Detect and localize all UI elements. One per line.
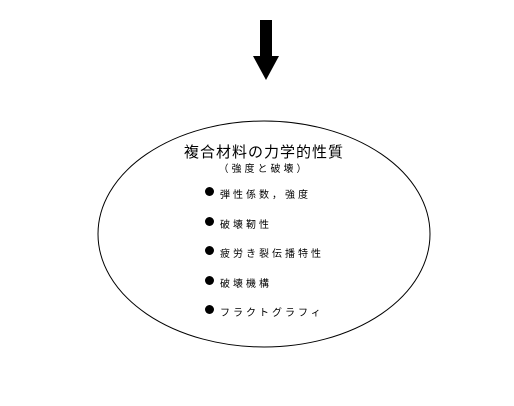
list-item: 弾性係数，強度 — [205, 186, 324, 216]
bullet-icon — [205, 187, 214, 196]
list-item: 破壊靭性 — [205, 216, 324, 246]
arrow-down-icon — [253, 20, 279, 80]
list-item: 疲労き裂伝播特性 — [205, 245, 324, 275]
topic-label: 弾性係数，強度 — [220, 190, 311, 201]
topic-label: フラクトグラフィ — [220, 308, 324, 319]
bullet-icon — [205, 246, 214, 255]
bullet-icon — [205, 216, 214, 226]
diagram-title: 複合材料の力学的性質 — [183, 143, 344, 161]
topic-label: 疲労き裂伝播特性 — [220, 249, 324, 260]
diagram-subtitle: （強度と破壊） — [218, 164, 310, 175]
topic-label: 破壊靭性 — [220, 219, 272, 231]
topic-ellipse — [97, 120, 431, 348]
bullet-icon — [205, 305, 214, 314]
bullet-icon — [205, 275, 214, 285]
topic-label: 破壊機構 — [220, 278, 272, 290]
list-item: 破壊機構 — [205, 275, 324, 305]
topic-list: 弾性係数，強度 破壊靭性 疲労き裂伝播特性 破壊機構 フラクトグラフィ — [205, 186, 324, 334]
list-item: フラクトグラフィ — [205, 304, 324, 334]
